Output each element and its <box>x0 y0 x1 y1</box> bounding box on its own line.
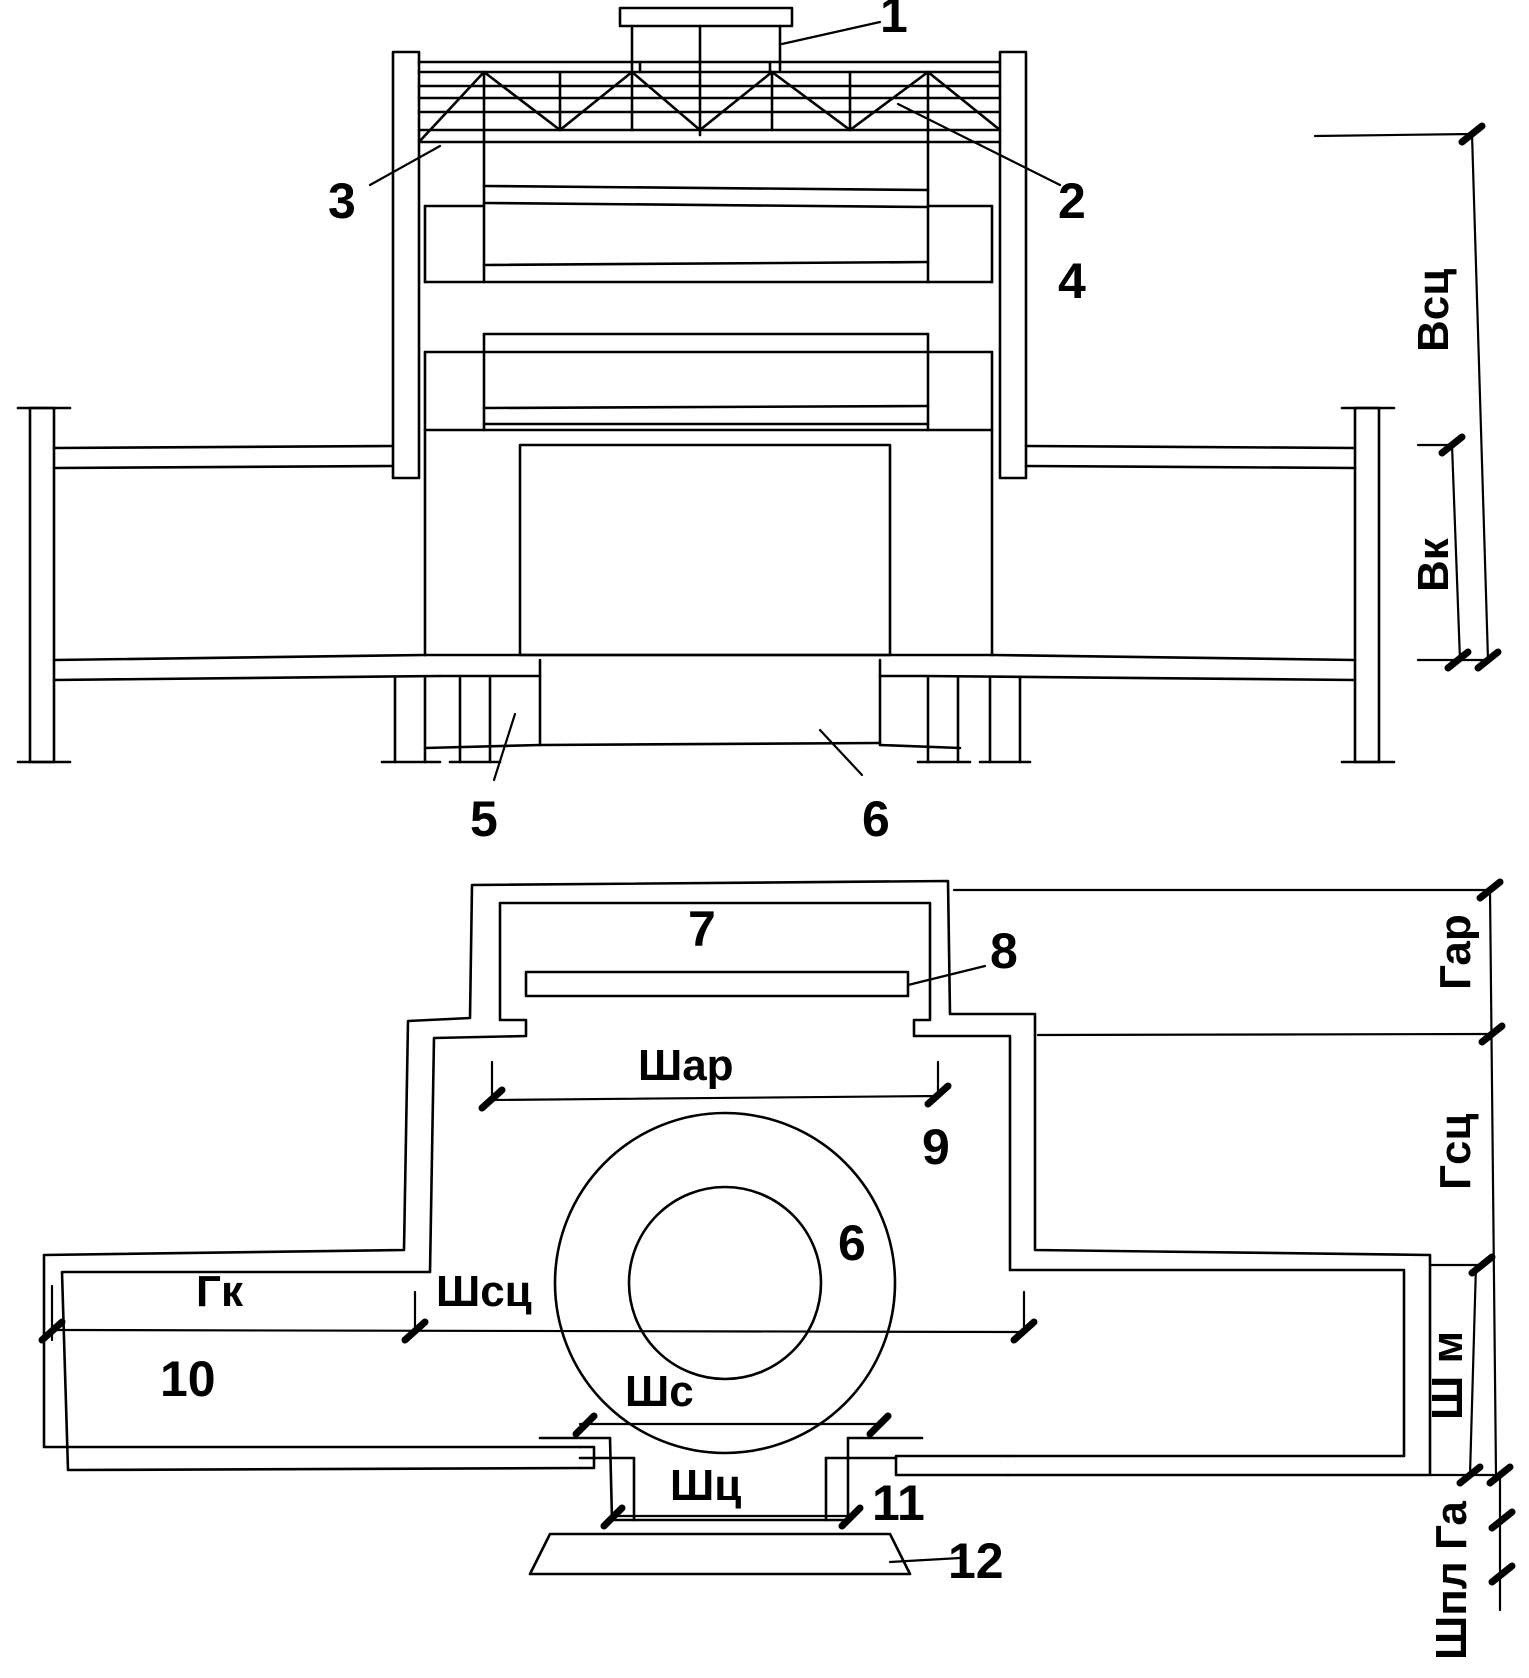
stage-box <box>423 428 994 657</box>
dim-g-a: Га <box>1427 1501 1476 1550</box>
cyclorama-bar <box>524 970 910 998</box>
callout-10: 10 <box>160 1351 216 1407</box>
callout-6-section: 6 <box>862 791 890 847</box>
dim-sh-m: Ш м <box>1423 1331 1472 1420</box>
callout-3: 3 <box>328 173 356 229</box>
dim-sh-sc: Шсц <box>436 1267 532 1316</box>
section-dimension-lines <box>1313 122 1502 672</box>
callout-1: 1 <box>880 0 908 43</box>
plan-view: 7 8 9 6 10 11 12 Шар Гк Шсц Шс Шц Гар Гс… <box>38 878 1516 1660</box>
dim-sh-c: Шц <box>670 1461 741 1510</box>
dim-g-k: Гк <box>196 1267 244 1316</box>
callout-8: 8 <box>990 923 1018 979</box>
callout-5: 5 <box>470 791 498 847</box>
dim-b-sc: Bсц <box>1409 269 1458 352</box>
dim-b-k: Bк <box>1409 537 1458 592</box>
revolve-outer <box>553 1111 897 1455</box>
dim-sh-pl: Шпл <box>1427 1561 1476 1660</box>
understage <box>380 653 1032 764</box>
dim-sh-ar: Шар <box>638 1041 734 1090</box>
callout-9: 9 <box>922 1119 950 1175</box>
section-leaders <box>368 20 1062 782</box>
forestage-opening <box>538 1436 924 1522</box>
dim-sh-s: Шс <box>625 1367 694 1416</box>
pocket-right-gap <box>894 1454 1010 1477</box>
callout-12: 12 <box>948 1533 1004 1589</box>
plan-outline-outer <box>42 879 1432 1477</box>
stage-tower-walls <box>391 50 1028 480</box>
callout-4: 4 <box>1058 253 1086 309</box>
grid-truss <box>417 60 1002 144</box>
callout-7: 7 <box>688 901 716 957</box>
revolve-inner <box>627 1185 823 1381</box>
fly-galleries <box>423 140 994 432</box>
callout-2: 2 <box>1058 173 1086 229</box>
section-view: 1 2 3 4 5 6 Bсц Bк <box>16 0 1502 847</box>
plan-dimension-lines <box>38 878 1516 1612</box>
orchestra-platform <box>528 1532 912 1576</box>
side-stages-section <box>16 406 1396 764</box>
plan-outline-inner <box>60 901 1406 1472</box>
callout-6-plan: 6 <box>838 1215 866 1271</box>
callout-11: 11 <box>872 1475 925 1531</box>
plan-leaders <box>888 964 987 1564</box>
dim-g-ar: Гар <box>1431 914 1480 990</box>
dim-g-sc: Гсц <box>1431 1114 1480 1190</box>
